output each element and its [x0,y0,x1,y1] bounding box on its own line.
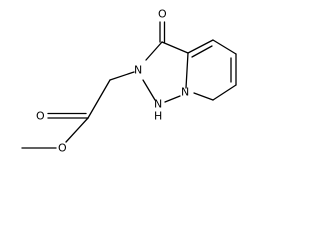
bond-n2-ch2 [109,71,135,81]
atom-label-o-ketone: O [158,8,167,21]
atom-label-o-ester-methoxy: O [58,142,67,155]
bond-c3a-n7 [185,52,189,89]
bond-c4-c5 [212,39,237,55]
bond-c7-n7 [193,92,214,101]
bond-c3-c3a [161,41,189,54]
bond-c3a-c4-inner [191,45,213,58]
bond-c3-n2 [145,41,163,61]
atom-label-n1-hydrogen: H [154,110,162,123]
bond-c-ester-o [65,117,89,143]
atom-label-n-fused: N [181,86,189,99]
bond-ch2-c-ester [87,79,111,119]
bond-n2-n1 [142,79,156,101]
bond-c6-c7 [212,84,237,101]
molecule-structure: O N N H N O O [21,8,237,155]
atom-label-o-ester-carbonyl: O [36,110,45,123]
atom-label-n2: N [134,64,142,77]
atom-label-n1: N [154,98,162,111]
bond-n1-n7 [164,95,181,103]
bond-c3a-c4 [187,39,214,54]
